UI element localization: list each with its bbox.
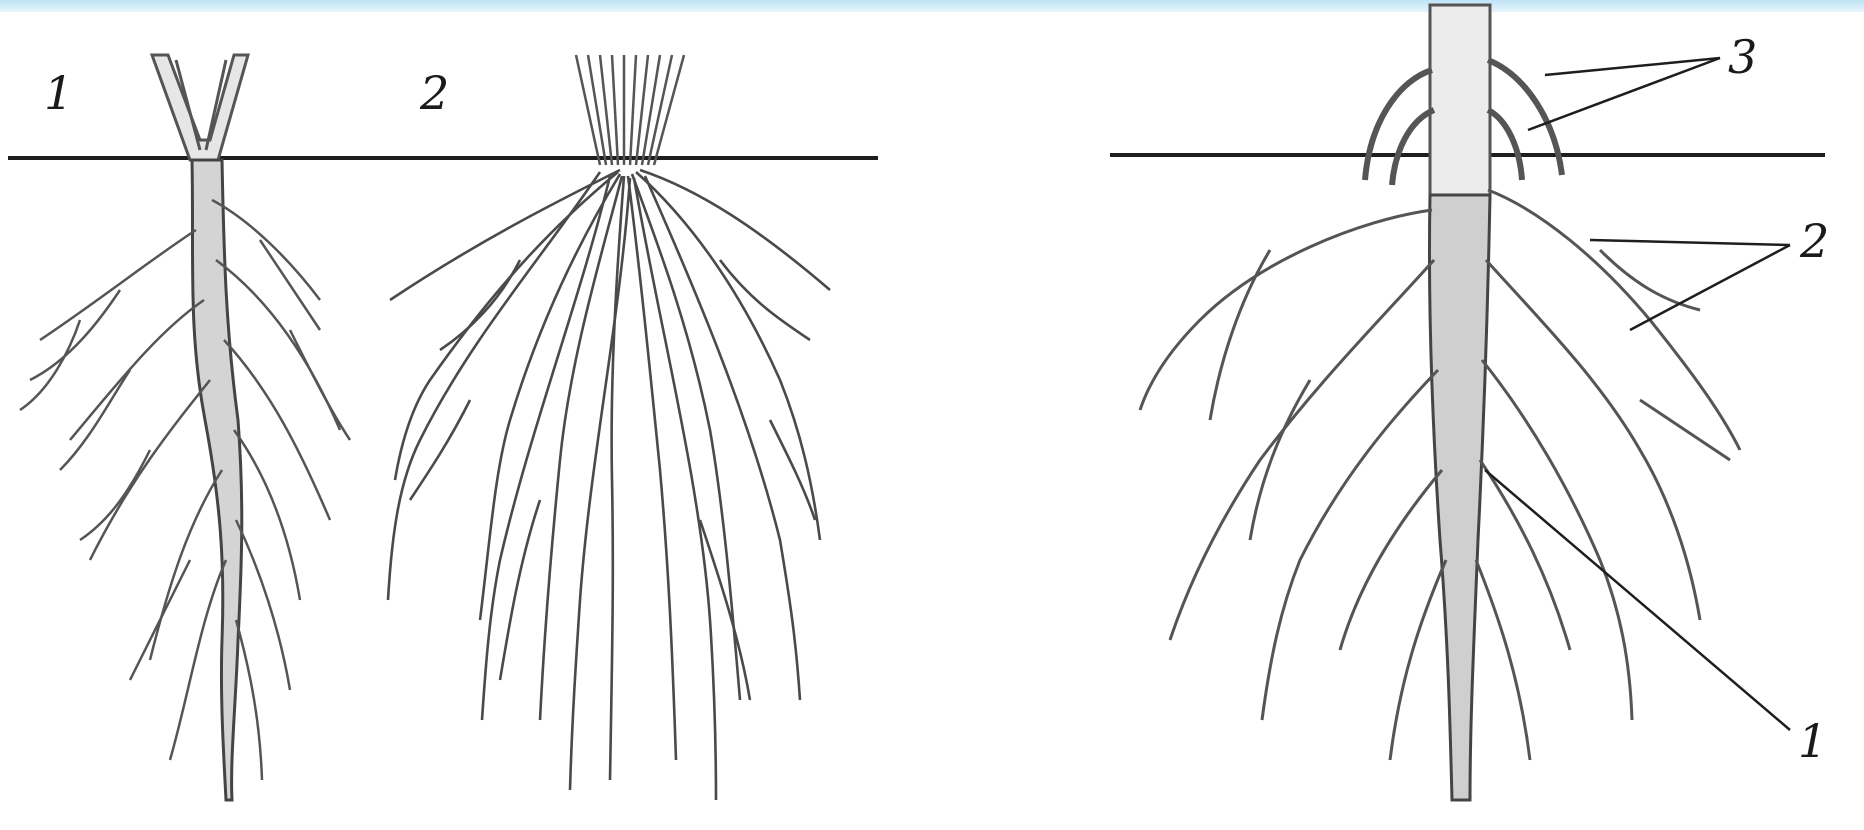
- leader-line-1: [1485, 470, 1790, 730]
- leader-line-2a: [1590, 240, 1790, 245]
- leader-line-3a: [1545, 58, 1720, 75]
- labeled-root-figure: [1110, 5, 1825, 800]
- label-adventitious-3: 3: [1728, 34, 1757, 80]
- taproot-branches: [20, 200, 350, 780]
- label-fibrous-2: 2: [420, 70, 449, 116]
- fibrous-root-figure: [388, 55, 830, 800]
- main-root: [1429, 195, 1490, 800]
- label-taproot-1: 1: [44, 70, 73, 116]
- leader-line-3b: [1528, 58, 1720, 130]
- main-stem: [1430, 5, 1490, 200]
- leader-line-2b: [1630, 245, 1790, 330]
- label-lateral-2: 2: [1800, 218, 1829, 264]
- leader-lines: [1485, 58, 1790, 730]
- label-main-root-1: 1: [1798, 718, 1827, 764]
- fibrous-roots: [388, 170, 830, 800]
- fibrous-stem: [576, 55, 684, 165]
- taproot-stem: [152, 55, 248, 160]
